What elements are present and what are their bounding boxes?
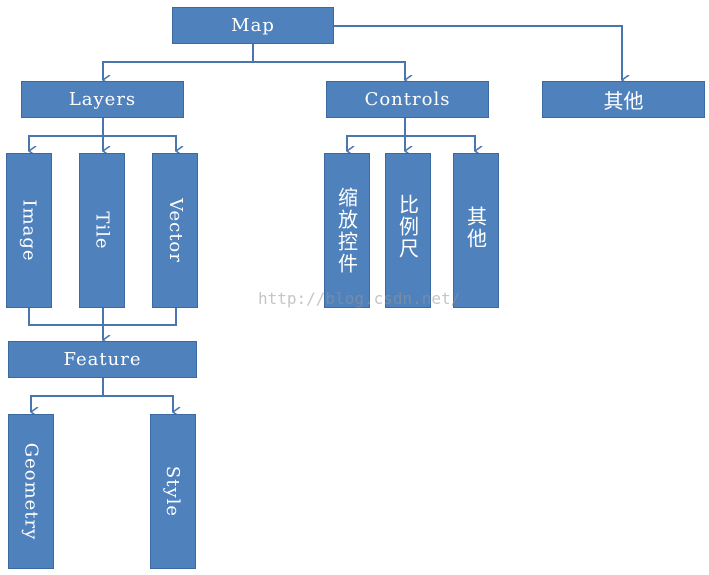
geometry-label: Geometry (20, 442, 42, 541)
feature-label: Feature (63, 349, 142, 370)
other-control-node: 其他 (453, 153, 499, 308)
style-label: Style (162, 465, 184, 518)
image-label: Image (18, 199, 40, 262)
scale-node: 比例尺 (385, 153, 431, 308)
zoom-control-node: 缩放控件 (324, 153, 370, 308)
other-node: 其他 (542, 81, 705, 118)
map-label: Map (231, 15, 275, 36)
feature-node: Feature (8, 341, 197, 378)
other-label: 其他 (603, 89, 644, 113)
vector-node: Vector (152, 153, 198, 308)
other-control-label: 其他 (463, 206, 488, 250)
map-to-other-connector (334, 25, 622, 80)
image-node: Image (6, 153, 52, 308)
map-node: Map (172, 7, 334, 44)
geometry-node: Geometry (8, 414, 54, 569)
controls-label: Controls (364, 89, 451, 110)
scale-label: 比例尺 (395, 194, 420, 260)
layers-label: Layers (68, 89, 137, 110)
tile-node: Tile (79, 153, 125, 308)
watermark-text: http://blog.csdn.net/ (258, 289, 461, 308)
tile-label: Tile (91, 211, 113, 250)
controls-to-children-connector (346, 118, 406, 151)
style-node: Style (150, 414, 196, 569)
feature-to-children-connector (30, 378, 104, 412)
layers-node: Layers (21, 81, 184, 118)
vector-label: Vector (164, 198, 186, 263)
controls-node: Controls (326, 81, 489, 118)
layers-to-children-connector (28, 118, 104, 151)
zoom-control-label: 缩放控件 (334, 186, 359, 275)
